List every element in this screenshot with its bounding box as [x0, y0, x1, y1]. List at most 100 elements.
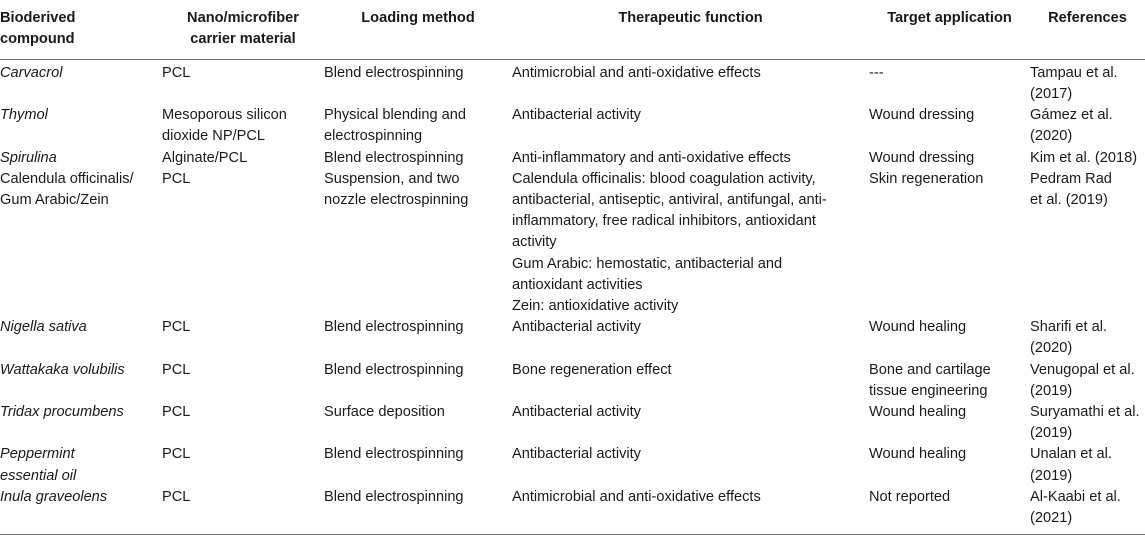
cell-carrier-line: Alginate/PCL: [162, 149, 248, 166]
cell-reference: Unalan et al.(2019): [1030, 444, 1145, 486]
cell-compound-line: Gum Arabic/Zein: [0, 192, 109, 209]
cell-loading-line: nozzle electrospinning: [324, 192, 469, 209]
cell-target: Skin regeneration: [869, 169, 1030, 317]
cell-compound-line: Nigella sativa: [0, 319, 87, 336]
cell-reference-line: (2019): [1030, 467, 1073, 484]
cell-carrier-line: PCL: [162, 446, 191, 463]
cell-function: Anti-inflammatory and anti-oxidative eff…: [512, 148, 869, 169]
cell-reference: Sharifi et al. (2020): [1030, 317, 1145, 359]
cell-reference-line: (2020): [1030, 340, 1073, 357]
cell-compound-line: Spirulina: [0, 149, 57, 166]
cell-carrier-line: PCL: [162, 319, 191, 336]
cell-function-line: Antibacterial activity: [512, 404, 641, 421]
cell-carrier-line: Mesoporous silicon: [162, 107, 287, 124]
cell-function-line: antioxidant activities: [512, 276, 643, 293]
cell-compound-line: Carvacrol: [0, 64, 63, 81]
cell-function-line: activity: [512, 234, 557, 251]
cell-compound-line: Tridax procumbens: [0, 404, 124, 421]
cell-function: Antibacterial activity: [512, 317, 869, 359]
cell-target-line: Skin regeneration: [869, 170, 984, 187]
cell-carrier-line: PCL: [162, 488, 191, 505]
cell-reference-line: Kim et al. (2018): [1030, 149, 1138, 166]
cell-function: Antimicrobial and anti-oxidative effects: [512, 487, 869, 535]
cell-function-line: Bone regeneration effect: [512, 361, 672, 378]
cell-compound-line: Wattakaka volubilis: [0, 361, 125, 378]
header-references: References: [1048, 10, 1127, 26]
table-header: Bioderived compound Nano/microfiber carr…: [0, 3, 1145, 60]
cell-carrier: PCL: [162, 487, 324, 535]
cell-function: Antibacterial activity: [512, 402, 869, 444]
cell-loading-line: electrospinning: [324, 128, 423, 145]
cell-reference-line: Pedram Rad: [1030, 170, 1112, 187]
header-loading: Loading method: [361, 10, 475, 26]
cell-target: Wound dressing: [869, 105, 1030, 147]
cell-target: Wound dressing: [869, 148, 1030, 169]
cell-compound: Tridax procumbens: [0, 402, 162, 444]
cell-loading-line: Surface deposition: [324, 404, 445, 421]
cell-target: Wound healing: [869, 317, 1030, 359]
cell-carrier: Alginate/PCL: [162, 148, 324, 169]
header-compound: Bioderived compound: [0, 3, 162, 59]
cell-loading-line: Suspension, and two: [324, 170, 460, 187]
cell-target-line: tissue engineering: [869, 382, 988, 399]
cell-reference-line: (2017): [1030, 86, 1073, 103]
cell-function-line: Gum Arabic: hemostatic, antibacterial an…: [512, 255, 783, 272]
table-row: Peppermint essential oil PCL Blend electros…: [0, 444, 1145, 486]
cell-loading: Blend electrospinning: [324, 317, 512, 359]
cell-loading: Blend electrospinning: [324, 59, 512, 105]
cell-function-line: Anti-inflammatory and anti-oxidative eff…: [512, 149, 791, 166]
table-row: Nigella sativa PCL Blend electrospinning An…: [0, 317, 1145, 359]
cell-compound: Wattakaka volubilis: [0, 360, 162, 402]
cell-carrier: PCL: [162, 444, 324, 486]
cell-compound: Calendula officinalis/Gum Arabic/Zein: [0, 169, 162, 317]
cell-loading: Blend electrospinning: [324, 444, 512, 486]
cell-target-line: Wound healing: [869, 404, 967, 421]
cell-function-line: inflammatory, free radical inhibitors, a…: [512, 213, 816, 230]
cell-loading-line: Blend electrospinning: [324, 319, 464, 336]
cell-carrier: PCL: [162, 402, 324, 444]
cell-target: Bone and cartilage tissue engineering: [869, 360, 1030, 402]
cell-compound: Thymol: [0, 105, 162, 147]
cell-reference-line: Gámez et al.: [1030, 107, 1113, 124]
cell-function-line: Antimicrobial and anti-oxidative effects: [512, 64, 761, 81]
cell-reference-line: Al-Kaabi et al.: [1030, 488, 1121, 505]
cell-function-line: Antibacterial activity: [512, 107, 641, 124]
cell-function-line: Antibacterial activity: [512, 319, 641, 336]
cell-carrier: PCL: [162, 360, 324, 402]
cell-compound-line: Inula graveolens: [0, 488, 108, 505]
cell-loading: Suspension, and two nozzle electrospinnin…: [324, 169, 512, 317]
cell-reference: Gámez et al.(2020): [1030, 105, 1145, 147]
cell-compound-line: Calendula officinalis/: [0, 170, 134, 187]
header-target: Target application: [887, 10, 1012, 26]
cell-function: Antibacterial activity: [512, 105, 869, 147]
cell-carrier: PCL: [162, 169, 324, 317]
cell-compound-line: Peppermint: [0, 446, 75, 463]
cell-loading-line: Blend electrospinning: [324, 64, 464, 81]
cell-loading: Blend electrospinning: [324, 487, 512, 535]
cell-loading: Surface deposition: [324, 402, 512, 444]
header-row: Bioderived compound Nano/microfiber carr…: [0, 3, 1145, 60]
cell-reference-line: Sharifi et al.: [1030, 319, 1108, 336]
cell-loading-line: Blend electrospinning: [324, 361, 464, 378]
cell-loading: Blend electrospinning: [324, 360, 512, 402]
cell-target-line: Bone and cartilage: [869, 361, 991, 378]
cell-target-line: Wound healing: [869, 446, 967, 463]
cell-reference: Suryamathi et al.(2019): [1030, 402, 1145, 444]
cell-reference: Kim et al. (2018): [1030, 148, 1145, 169]
cell-carrier-line: PCL: [162, 64, 191, 81]
cell-compound: Inula graveolens: [0, 487, 162, 535]
cell-function: Antimicrobial and anti-oxidative effects: [512, 59, 869, 105]
cell-reference: Tampau et al.(2017): [1030, 59, 1145, 105]
cell-carrier-line: PCL: [162, 170, 191, 187]
cell-target: Not reported: [869, 487, 1030, 535]
cell-compound-line: essential oil: [0, 467, 77, 484]
header-compound-line: compound: [0, 31, 75, 48]
cell-compound: Peppermint essential oil: [0, 444, 162, 486]
